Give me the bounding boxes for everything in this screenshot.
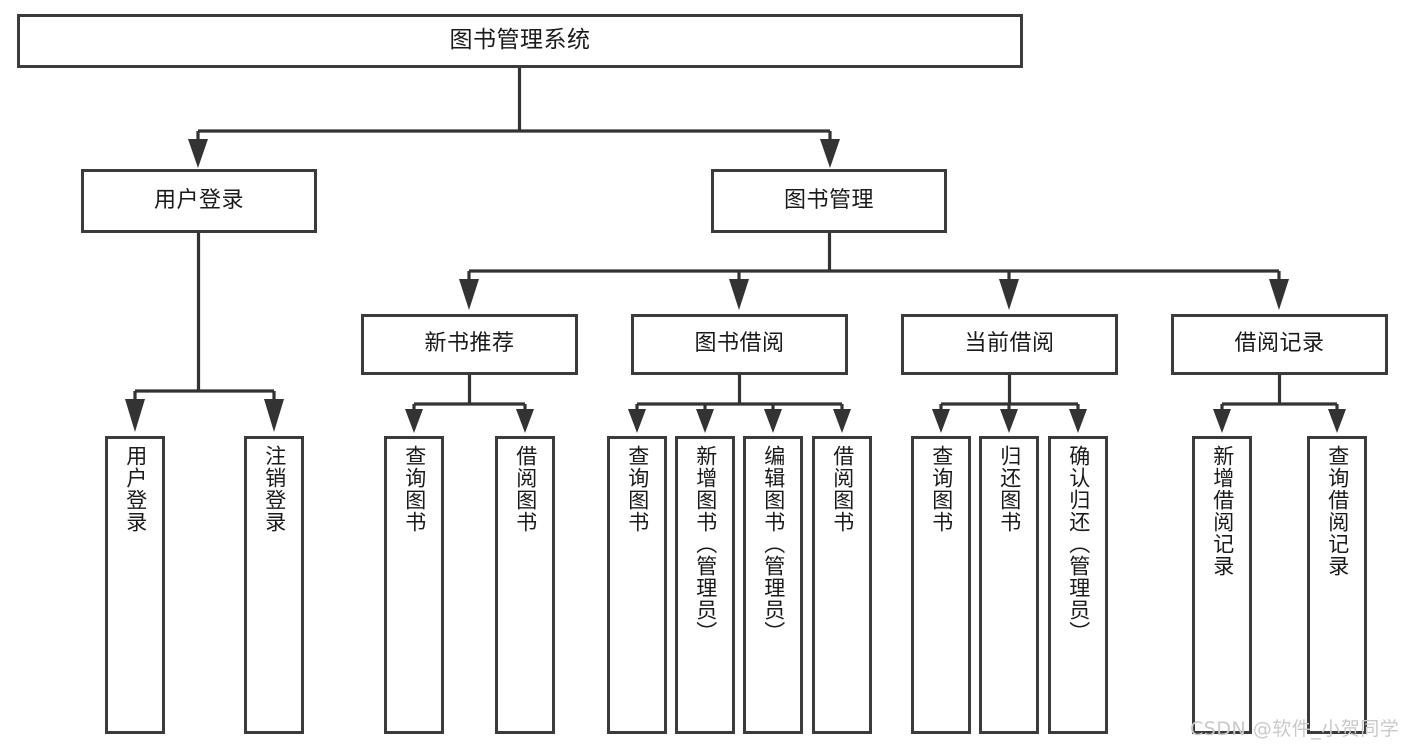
- leaf-new-book-2-label: 借阅图书: [513, 445, 538, 533]
- leaf-borrow-book-4-label: 借阅图书: [830, 445, 855, 533]
- arrowhead-cb-leaf3: [1069, 409, 1087, 433]
- leaf-current-borrow-1[interactable]: 查询图书: [911, 436, 971, 734]
- node-root-label: 图书管理系统: [449, 27, 591, 54]
- leaf-borrow-book-2[interactable]: 新增图书（管理员）: [675, 436, 735, 734]
- leaf-current-borrow-3[interactable]: 确认归还（管理员）: [1048, 436, 1108, 734]
- leaf-borrow-book-1-label: 查询图书: [625, 445, 650, 533]
- leaf-borrow-book-4[interactable]: 借阅图书: [812, 436, 872, 734]
- leaf-current-borrow-2-label: 归还图书: [997, 445, 1022, 533]
- node-user-login[interactable]: 用户登录: [81, 169, 317, 233]
- leaf-borrow-book-1[interactable]: 查询图书: [607, 436, 667, 734]
- leaf-borrow-record-1-label: 新增借阅记录: [1210, 445, 1235, 577]
- node-new-book-recommend-label: 新书推荐: [424, 331, 515, 357]
- arrowhead-nb-leaf2: [516, 409, 534, 433]
- leaf-new-book-1-label: 查询图书: [402, 445, 427, 533]
- arrowhead-br-leaf2: [1328, 409, 1346, 433]
- node-current-borrow[interactable]: 当前借阅: [901, 314, 1118, 375]
- arrowhead-ul-leaf2: [264, 399, 284, 432]
- node-book-borrow-label: 图书借阅: [694, 331, 785, 357]
- node-root[interactable]: 图书管理系统: [17, 14, 1023, 68]
- arrowhead-borrow-record: [1269, 279, 1289, 310]
- leaf-borrow-record-2[interactable]: 查询借阅记录: [1307, 436, 1367, 734]
- arrowhead-ul-leaf1: [125, 399, 145, 432]
- arrowhead-bb-leaf4: [833, 409, 851, 433]
- leaf-current-borrow-3-label: 确认归还（管理员）: [1066, 445, 1091, 643]
- arrowhead-bb-leaf3: [764, 409, 782, 433]
- leaf-new-book-2[interactable]: 借阅图书: [495, 436, 555, 734]
- node-user-login-label: 用户登录: [153, 187, 244, 213]
- node-current-borrow-label: 当前借阅: [964, 331, 1055, 357]
- arrowhead-bb-leaf1: [628, 409, 646, 433]
- arrowhead-current-borrow: [999, 279, 1019, 310]
- arrowhead-nb-leaf1: [405, 409, 423, 433]
- leaf-borrow-book-3-label: 编辑图书（管理员）: [761, 445, 786, 643]
- arrowhead-bb-leaf2: [696, 409, 714, 433]
- node-book-manage-label: 图书管理: [783, 187, 874, 213]
- leaf-user-login-1[interactable]: 用户登录: [105, 436, 165, 734]
- leaf-current-borrow-2[interactable]: 归还图书: [979, 436, 1039, 734]
- leaf-borrow-record-2-label: 查询借阅记录: [1325, 445, 1350, 577]
- arrowhead-book-manage: [820, 139, 840, 168]
- node-book-manage[interactable]: 图书管理: [711, 169, 947, 233]
- leaf-user-login-1-label: 用户登录: [123, 445, 148, 533]
- leaf-new-book-1[interactable]: 查询图书: [384, 436, 444, 734]
- watermark: CSDN @软件_小贺同学: [1190, 718, 1400, 740]
- arrowhead-borrow-book: [729, 279, 749, 310]
- leaf-borrow-book-3[interactable]: 编辑图书（管理员）: [743, 436, 803, 734]
- node-book-borrow[interactable]: 图书借阅: [631, 314, 848, 375]
- arrowhead-cb-leaf1: [932, 409, 950, 433]
- arrowhead-new-book: [459, 279, 479, 310]
- node-borrow-record[interactable]: 借阅记录: [1171, 314, 1388, 375]
- leaf-borrow-book-2-label: 新增图书（管理员）: [693, 445, 718, 643]
- leaf-current-borrow-1-label: 查询图书: [929, 445, 954, 533]
- arrowhead-user-login: [188, 139, 208, 168]
- arrowhead-cb-leaf2: [1000, 409, 1018, 433]
- leaf-borrow-record-1[interactable]: 新增借阅记录: [1192, 436, 1252, 734]
- node-borrow-record-label: 借阅记录: [1234, 331, 1325, 357]
- leaf-user-login-2[interactable]: 注销登录: [244, 436, 304, 734]
- leaf-user-login-2-label: 注销登录: [262, 445, 287, 533]
- node-new-book-recommend[interactable]: 新书推荐: [361, 314, 578, 375]
- arrowhead-br-leaf1: [1213, 409, 1231, 433]
